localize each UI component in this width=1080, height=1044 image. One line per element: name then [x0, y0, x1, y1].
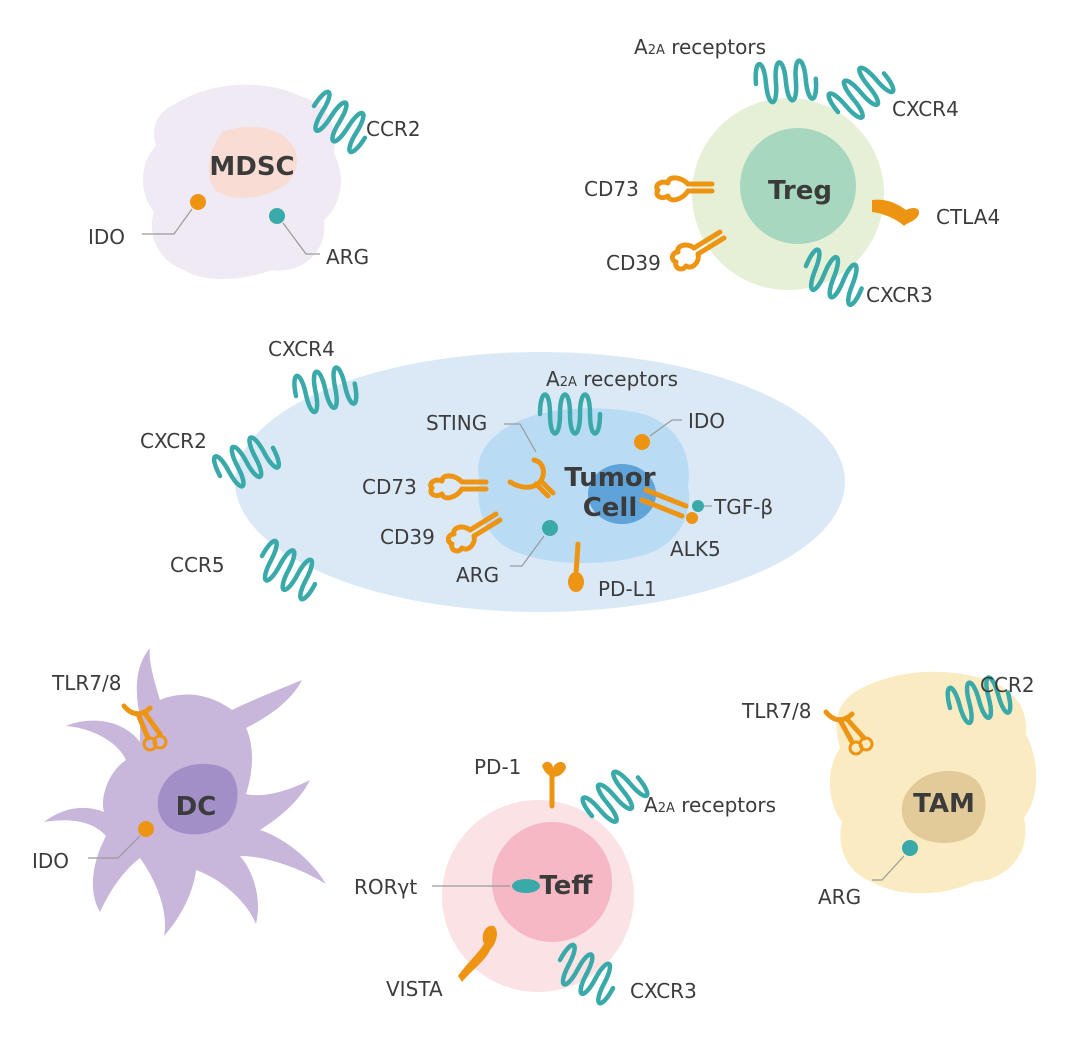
mdsc-ido-leader: [142, 208, 193, 235]
tam-name: TAM: [913, 789, 975, 819]
treg-ctla4-label: CTLA4: [936, 205, 1000, 229]
tumor-arg-leader: [510, 535, 545, 567]
tam-ccr2-label: CCR2: [980, 673, 1035, 697]
teff-a2a-label: A2A receptors: [644, 793, 776, 817]
treg-ctla4-icon: [872, 199, 920, 226]
mdsc-name: MDSC: [209, 152, 294, 182]
tam-arg-label: ARG: [818, 885, 861, 909]
treg-nucleus: [740, 128, 856, 244]
tumor-ido-label: IDO: [688, 409, 725, 433]
mdsc-cell: MDSC CCR2 IDO ARG: [88, 84, 421, 280]
tumor-cell: Tumor Cell CXCR4 A2A receptors STING IDO…: [140, 337, 845, 612]
mdsc-arg-leader: [282, 222, 320, 255]
teff-cell: Teff PD-1 A2A receptors RORγt VISTA CXCR…: [354, 755, 776, 1005]
mdsc-ido-dot-icon: [190, 194, 206, 210]
tumor-name-line1: Tumor: [564, 463, 655, 493]
mdsc-arg-dot-icon: [269, 208, 285, 224]
treg-a2a-receptor-icon: [754, 59, 817, 103]
dc-ido-label: IDO: [32, 849, 69, 873]
teff-roryt-label: RORγt: [354, 875, 417, 899]
tam-arg-leader: [872, 855, 905, 881]
tumor-a2a-receptor-icon: [540, 395, 600, 434]
teff-nucleus: [492, 822, 612, 942]
tumor-cxcr2-label: CXCR2: [140, 429, 207, 453]
tumor-a2a-label: A2A receptors: [546, 367, 678, 391]
teff-name: Teff: [540, 871, 594, 901]
tam-nucleus: [901, 770, 986, 843]
mdsc-ido-label: IDO: [88, 225, 125, 249]
teff-vista-label: VISTA: [386, 977, 443, 1001]
tumor-sting-label: STING: [426, 411, 487, 435]
teff-vista-icon: [458, 925, 497, 982]
tumor-ido-leader: [649, 419, 682, 437]
treg-cxcr4-label: CXCR4: [892, 97, 959, 121]
mdsc-ccr2-label: CCR2: [366, 117, 421, 141]
tumor-cd73-icon: [428, 473, 489, 501]
treg-cd39-icon: [669, 229, 727, 272]
treg-cd73-icon: [654, 175, 715, 203]
teff-cxcr3-label: CXCR3: [630, 979, 697, 1003]
mdsc-nucleus: [208, 126, 298, 198]
dc-cell: DC TLR7/8 IDO: [32, 648, 326, 936]
treg-cd73-label: CD73: [584, 177, 639, 201]
tumor-cd39-icon: [445, 511, 503, 554]
tumor-ccr5-label: CCR5: [170, 553, 225, 577]
tumor-pdl1-label: PD-L1: [598, 577, 657, 601]
tumor-tgfb-alk5-icon: [639, 487, 704, 524]
tumor-name-line2: Cell: [583, 493, 638, 523]
treg-cd39-label: CD39: [606, 251, 661, 275]
tumor-cd73-label: CD73: [362, 475, 417, 499]
tumor-arg-dot-icon: [542, 520, 558, 536]
mdsc-arg-label: ARG: [326, 245, 369, 269]
tumor-sting-icon: [507, 457, 556, 499]
dc-nucleus: [157, 763, 238, 835]
teff-pd1-label: PD-1: [474, 755, 521, 779]
dc-ido-leader: [88, 835, 141, 859]
tumor-pdl1-icon: [568, 541, 584, 592]
tumor-tgfb-label: TGF-β: [713, 495, 773, 519]
tam-tlr-label: TLR7/8: [741, 699, 811, 723]
dc-tlr-receptor-icon: [121, 703, 168, 752]
dc-tlr-label: TLR7/8: [51, 671, 121, 695]
treg-a2a-label: A2A receptors: [634, 35, 766, 59]
tam-tlr-receptor-icon: [823, 709, 874, 756]
tumor-sting-leader: [504, 423, 537, 453]
teff-roryt-icon: [512, 879, 540, 893]
tumor-cd39-label: CD39: [380, 525, 435, 549]
dc-ido-dot-icon: [138, 821, 154, 837]
teff-pd1-icon: [542, 761, 566, 809]
tumor-nucleus: [588, 464, 656, 524]
tam-cell: TAM CCR2 TLR7/8 ARG: [741, 672, 1037, 909]
tumor-alk5-label: ALK5: [670, 537, 721, 561]
tumor-cxcr4-label: CXCR4: [268, 337, 335, 361]
treg-name: Treg: [768, 176, 832, 206]
treg-cxcr3-label: CXCR3: [866, 283, 933, 307]
dc-name: DC: [176, 792, 217, 822]
treg-cell: Treg A2A receptors CXCR4 CD73 CTLA4 CD39…: [584, 35, 1000, 307]
tumor-arg-label: ARG: [456, 563, 499, 587]
tumor-ido-dot-icon: [634, 434, 650, 450]
tam-arg-dot-icon: [902, 840, 918, 856]
